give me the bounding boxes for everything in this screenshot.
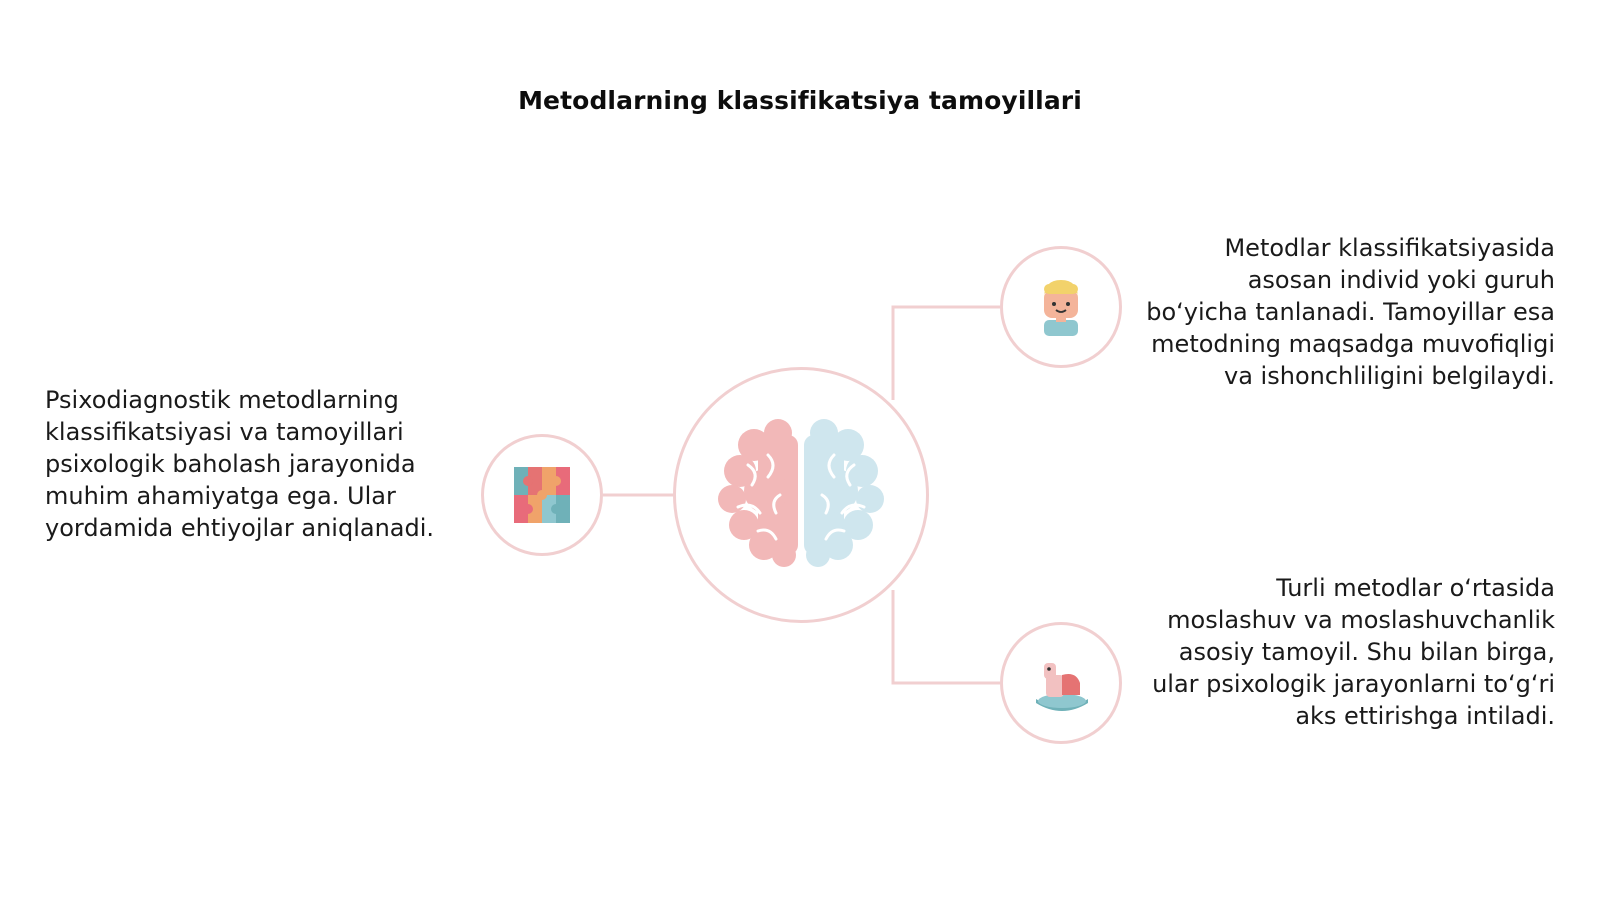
center-circle: [673, 367, 929, 623]
bottom-right-description: Turli metodlar o‘rtasida moslashuv va mo…: [1152, 574, 1555, 730]
page-title: Metodlarning klassifikatsiya tamoyillari: [518, 86, 1082, 115]
connector-bottom: [891, 590, 1000, 685]
left-description: Psixodiagnostik metodlarning klassifikat…: [45, 386, 435, 542]
connector-top: [891, 305, 1000, 400]
rocking-horse-icon: [1036, 663, 1088, 711]
left-circle: [481, 434, 603, 556]
puzzle-icon: [514, 467, 570, 523]
brain-icon: [718, 419, 884, 567]
top-right-description: Metodlar klassifikatsiyasida asosan indi…: [1146, 234, 1555, 390]
person-icon: [1044, 280, 1078, 336]
